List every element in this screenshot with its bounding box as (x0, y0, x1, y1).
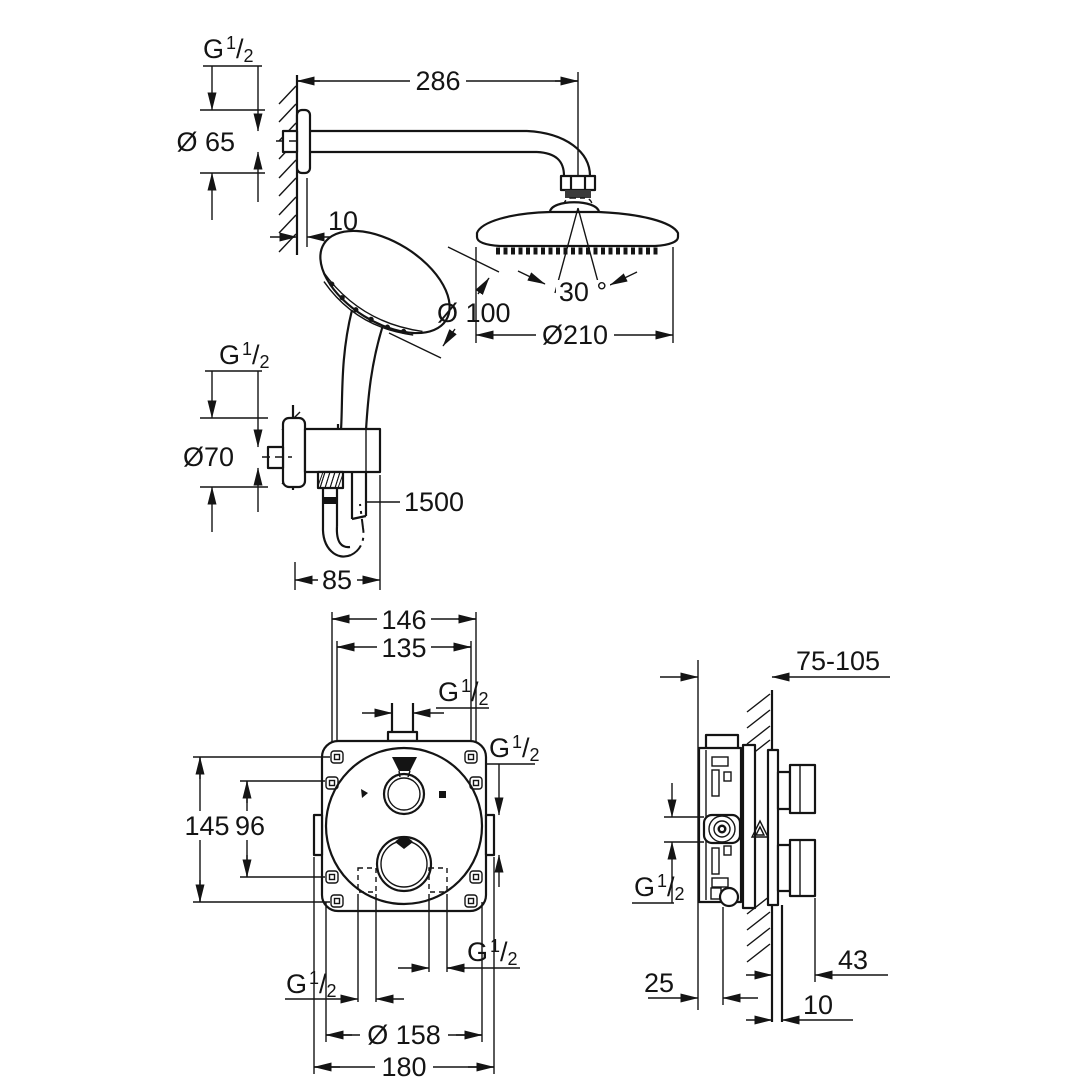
dim-fv-plate: 180 (381, 1052, 426, 1082)
temperature-pointer (392, 757, 417, 771)
dim-fv-width-outer: 146 (381, 605, 426, 635)
dim-sv-depth: 75-105 (796, 646, 880, 676)
mixer-tab-right (484, 813, 496, 857)
hand-shower-head (319, 229, 451, 335)
holder-escutcheon (281, 416, 307, 489)
head-dome (548, 201, 601, 213)
dim-fv-width-inner: 135 (381, 633, 426, 663)
dim-fv-circle: Ø 158 (367, 1020, 441, 1050)
top-knob (382, 772, 426, 816)
dim-sv-knob: 43 (838, 945, 868, 975)
port-bottom-left (357, 867, 377, 893)
dim-fv-height-inner: 96 (235, 811, 265, 841)
hand-shower: Ø 100 (319, 229, 511, 431)
dim-sv-tile: 10 (803, 990, 833, 1020)
side-knob-top (788, 763, 817, 815)
arm-escutcheon (295, 108, 312, 175)
dim-head-diameter: Ø210 (542, 320, 608, 350)
mixer-rosette-circle (324, 746, 484, 906)
holder-body (303, 427, 382, 474)
head-shower-assembly (276, 75, 680, 294)
ball-joint-nut (559, 174, 597, 192)
bottom-knob (375, 835, 433, 893)
dim-sv-back: 25 (644, 968, 674, 998)
dim-arm-flange: Ø 65 (176, 127, 235, 157)
side-knob-bottom (788, 838, 817, 898)
mounting-screws (325, 750, 483, 908)
dim-hand-diameter: Ø 100 (437, 298, 511, 328)
head-body (475, 210, 680, 248)
dim-fv-height-outer: 145 (184, 811, 229, 841)
port-bottom-right (428, 867, 448, 893)
dim-spray-angle: 30 ° (559, 277, 607, 307)
dim-hose-length: 1500 (404, 487, 464, 517)
wall-hatch-top (278, 85, 297, 253)
dim-holder-flange: Ø70 (183, 442, 234, 472)
wall-plate (766, 748, 780, 907)
protection-plate (741, 743, 757, 910)
dim-holder-width: 85 (322, 565, 352, 595)
mixer-tab-left (312, 813, 324, 857)
dim-arm-projection: 286 (415, 66, 460, 96)
